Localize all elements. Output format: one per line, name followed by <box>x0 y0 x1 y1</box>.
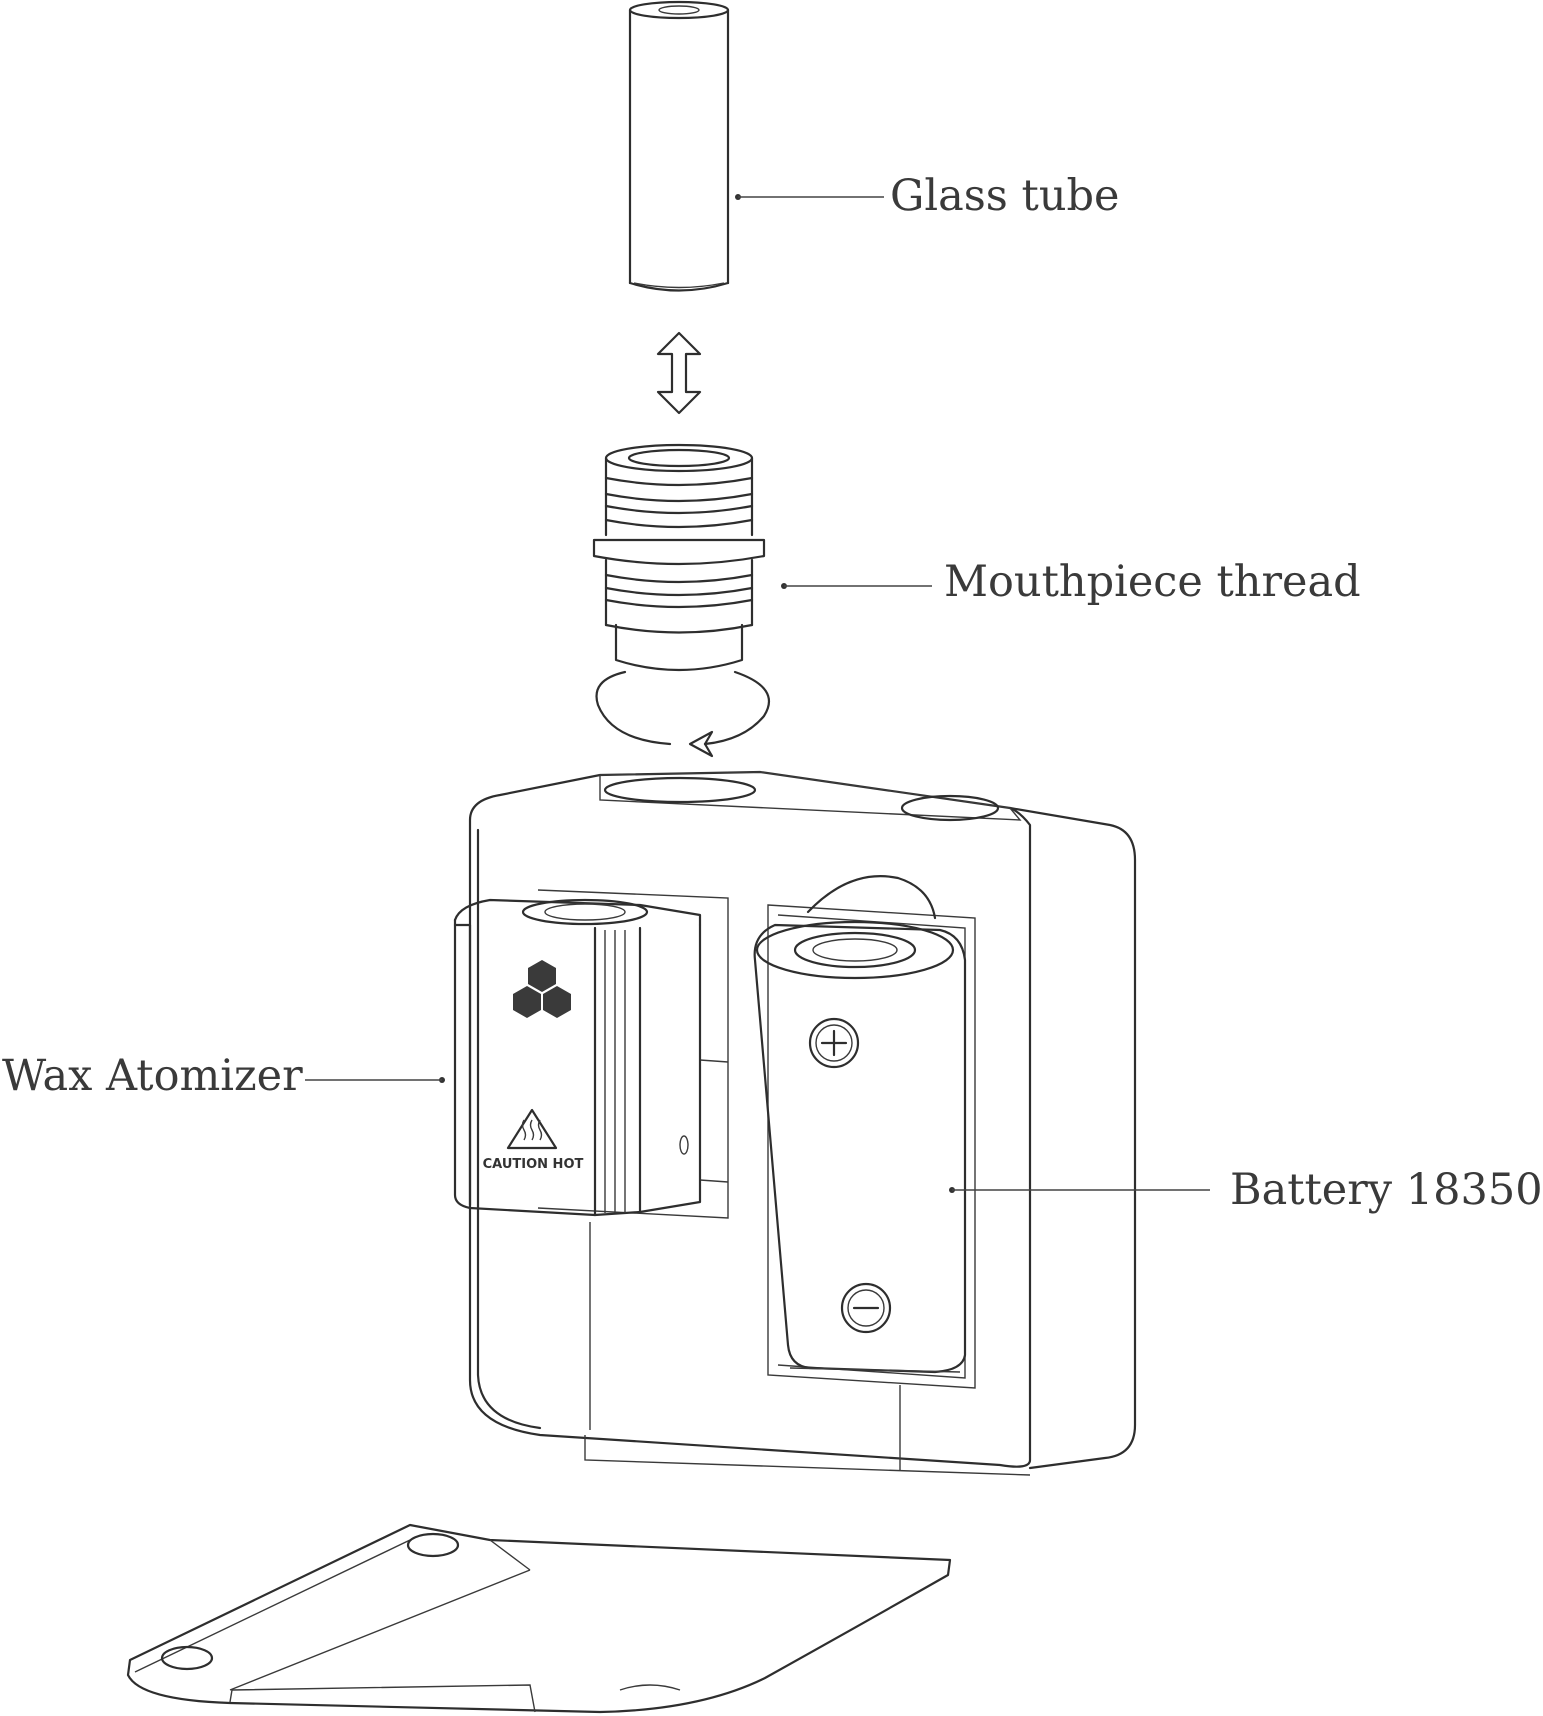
leader-lines <box>305 194 1210 1193</box>
glass-tube <box>628 0 730 292</box>
device-body <box>468 770 1137 1476</box>
label-glass-tube: Glass tube <box>890 171 1120 221</box>
bottom-cover <box>126 1523 952 1714</box>
product-marks-layer: CAUTION HOT <box>483 1157 584 1172</box>
caution-hot-mark: CAUTION HOT <box>483 1157 584 1172</box>
label-wax-atomizer: Wax Atomizer <box>2 1051 303 1101</box>
hexagon-logo-icon <box>513 960 571 1018</box>
battery-18350 <box>753 875 976 1389</box>
label-mouthpiece-thread: Mouthpiece thread <box>944 557 1361 607</box>
label-battery: Battery 18350 <box>1230 1165 1543 1215</box>
battery-minus-icon <box>840 1282 892 1334</box>
device-drawing <box>126 0 1210 1714</box>
rotate-arrow-icon <box>595 670 770 758</box>
wax-atomizer <box>453 889 729 1219</box>
battery-plus-icon <box>808 1017 860 1069</box>
heat-warning-icon <box>506 1108 558 1150</box>
double-arrow-icon <box>656 331 702 415</box>
mouthpiece-thread <box>592 443 766 672</box>
